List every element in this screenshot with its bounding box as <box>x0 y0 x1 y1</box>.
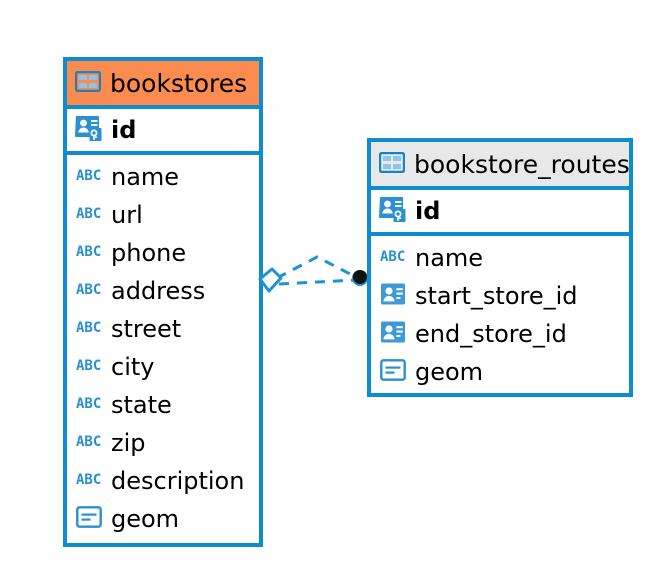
field-row[interactable]: ABC state <box>67 386 259 424</box>
relationship-connector[interactable] <box>255 245 380 315</box>
diamond-endpoint-icon <box>258 267 283 293</box>
abc-text-icon: ABC <box>76 243 102 263</box>
field-row[interactable]: end_store_id <box>371 315 629 353</box>
field-row[interactable]: ABC name <box>67 158 259 196</box>
field-row[interactable]: ABC url <box>67 196 259 234</box>
abc-text-icon: ABC <box>76 395 102 415</box>
field-label: end_store_id <box>415 320 567 348</box>
table-icon <box>74 70 102 96</box>
field-row[interactable]: ABC zip <box>67 424 259 462</box>
field-label: url <box>111 201 143 229</box>
field-label: street <box>111 315 182 343</box>
abc-text-icon: ABC <box>76 205 102 225</box>
geometry-icon <box>76 506 102 532</box>
abc-text-icon: ABC <box>76 167 102 187</box>
field-label: city <box>111 353 155 381</box>
foreign-key-icon <box>380 319 406 349</box>
relationship-line-upper <box>276 255 359 280</box>
field-row[interactable]: geom <box>371 353 629 391</box>
table-icon <box>378 151 406 177</box>
svg-text:ABC: ABC <box>76 282 101 297</box>
geometry-icon <box>380 359 406 385</box>
svg-text:ABC: ABC <box>76 320 101 335</box>
entity-bookstore-routes-header[interactable]: bookstore_routes <box>371 142 630 190</box>
field-label: geom <box>111 505 180 533</box>
svg-text:ABC: ABC <box>76 206 101 221</box>
field-label: start_store_id <box>415 282 578 310</box>
primary-key-icon <box>75 114 103 146</box>
field-row[interactable]: ABC description <box>67 462 259 500</box>
abc-text-icon: ABC <box>380 248 406 268</box>
relationship-line-lower <box>278 278 357 286</box>
entity-bookstore-routes-title: bookstore_routes <box>414 149 630 179</box>
field-row[interactable]: ABC street <box>67 310 259 348</box>
field-label: phone <box>111 239 187 267</box>
svg-text:ABC: ABC <box>76 434 101 449</box>
entity-bookstore-routes-primary-key-label: id <box>415 197 441 225</box>
abc-text-icon: ABC <box>76 281 102 301</box>
field-label: name <box>111 163 180 191</box>
abc-text-icon: ABC <box>76 357 102 377</box>
field-row[interactable]: geom <box>67 500 259 538</box>
entity-bookstore-routes-field-list: ABC name start_store_id <box>371 236 629 391</box>
entity-bookstores-field-list: ABC name ABC url ABC p <box>67 155 259 538</box>
field-row[interactable]: ABC city <box>67 348 259 386</box>
foreign-key-icon <box>380 281 406 311</box>
abc-text-icon: ABC <box>76 471 102 491</box>
field-label: geom <box>415 358 484 386</box>
field-label: zip <box>111 429 146 457</box>
entity-bookstores-header[interactable]: bookstores <box>67 61 259 109</box>
svg-text:ABC: ABC <box>76 244 101 259</box>
svg-text:ABC: ABC <box>76 396 101 411</box>
field-label: description <box>111 467 245 495</box>
field-row[interactable]: start_store_id <box>371 277 629 315</box>
entity-bookstore-routes[interactable]: bookstore_routes id <box>367 138 633 397</box>
entity-bookstores-title: bookstores <box>110 68 248 98</box>
field-row[interactable]: ABC address <box>67 272 259 310</box>
abc-text-icon: ABC <box>76 319 102 339</box>
field-label: name <box>415 244 484 272</box>
svg-text:ABC: ABC <box>76 472 101 487</box>
entity-bookstores[interactable]: bookstores id <box>63 57 263 547</box>
entity-bookstores-primary-key-label: id <box>111 116 137 144</box>
field-row[interactable]: ABC phone <box>67 234 259 272</box>
entity-bookstores-primary-key-row[interactable]: id <box>67 109 259 155</box>
svg-text:ABC: ABC <box>380 249 405 264</box>
svg-text:ABC: ABC <box>76 358 101 373</box>
primary-key-icon <box>379 195 407 227</box>
field-row[interactable]: ABC name <box>371 239 629 277</box>
field-label: address <box>111 277 206 305</box>
svg-text:ABC: ABC <box>76 168 101 183</box>
field-label: state <box>111 391 172 419</box>
entity-bookstore-routes-primary-key-row[interactable]: id <box>371 190 629 236</box>
filled-circle-endpoint-icon <box>352 270 368 286</box>
abc-text-icon: ABC <box>76 433 102 453</box>
